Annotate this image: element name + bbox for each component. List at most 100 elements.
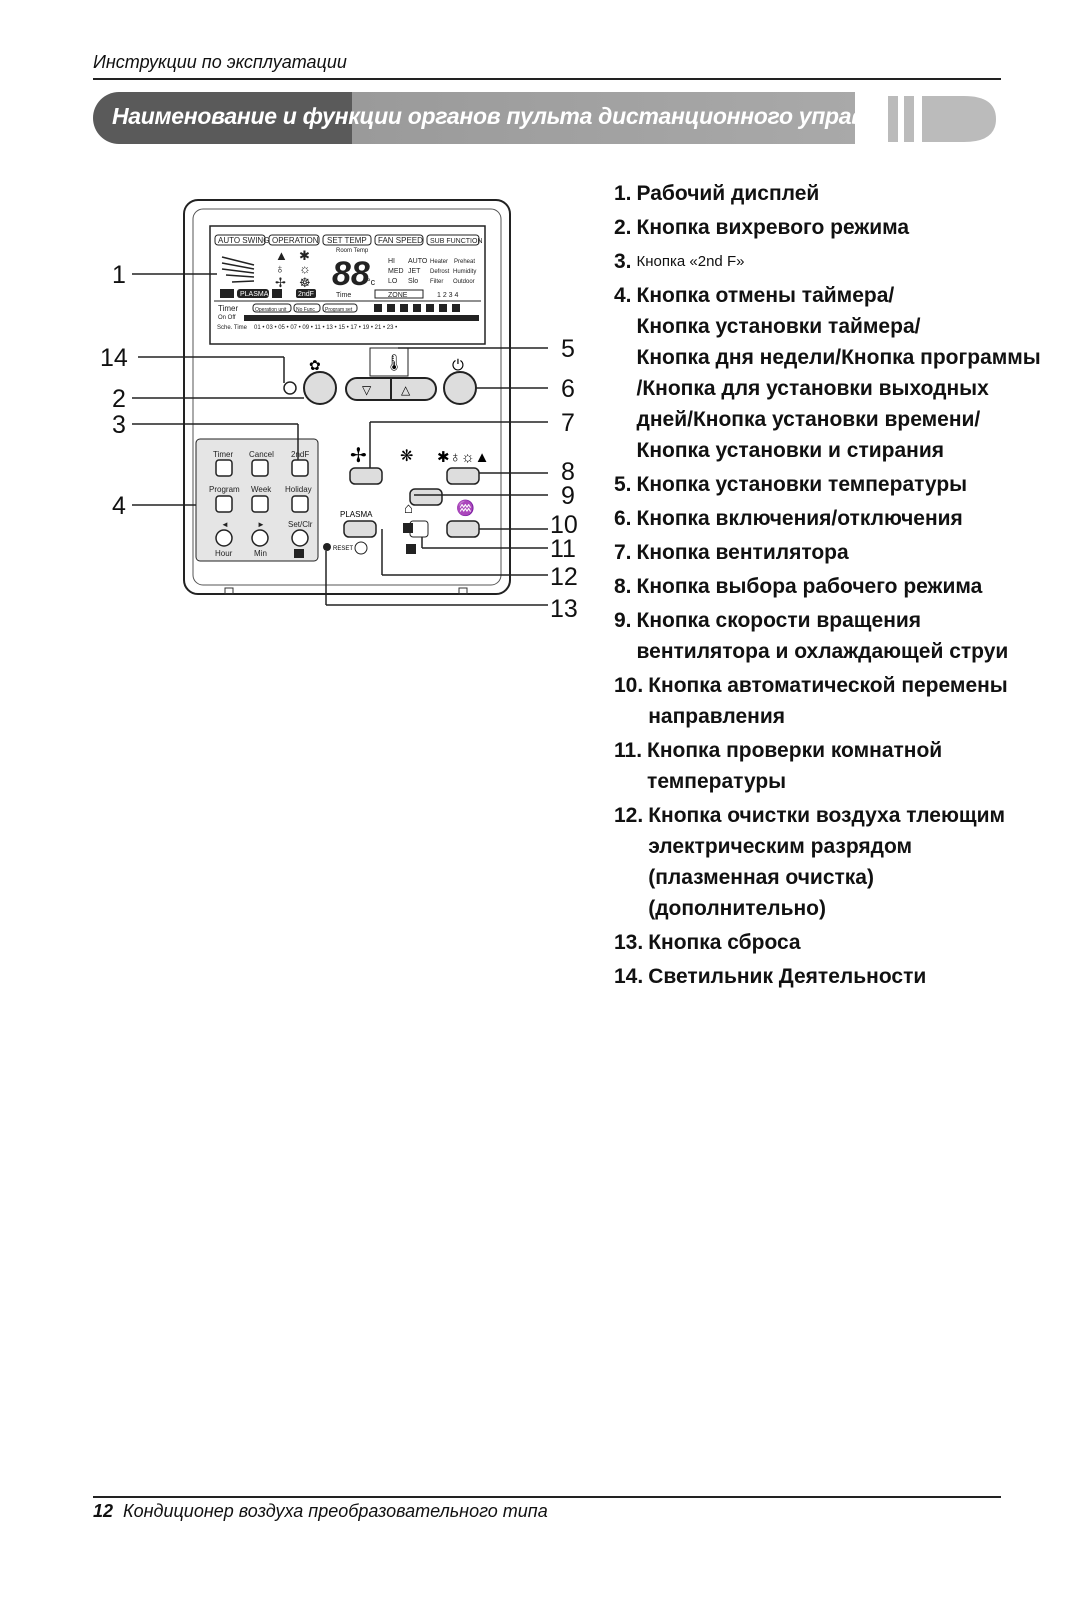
power-icon: ⏻ xyxy=(452,357,464,374)
set-clr-key[interactable] xyxy=(291,529,309,547)
list-item: 8.Кнопка выбора рабочего режима xyxy=(614,575,983,598)
right-arrow-label: ► xyxy=(257,520,265,529)
time-label: Time xyxy=(336,292,351,299)
callout-11: 11 xyxy=(550,535,576,563)
plasma-indicator: PLASMA xyxy=(240,291,269,298)
auto-swing-icon: ♒ xyxy=(456,499,475,517)
min-key-label: Min xyxy=(254,549,267,558)
home-icon: ⌂ xyxy=(404,500,413,517)
callout-12: 12 xyxy=(550,563,578,591)
fan-med: MED xyxy=(388,268,404,275)
callout-3: 3 xyxy=(112,411,126,439)
remote-control-diagram: AUTO SWING OPERATION SET TEMP FAN SPEED … xyxy=(100,199,578,623)
holiday-key-label: Holiday xyxy=(285,485,312,494)
callout-7: 7 xyxy=(561,409,575,437)
second-f-key-label: 2ndF xyxy=(291,450,309,459)
sub-filter: Filter xyxy=(430,279,443,285)
dry-icon: ♁ xyxy=(275,261,285,276)
section-banner xyxy=(93,92,855,144)
program-key[interactable] xyxy=(215,495,233,513)
snow-icon: ✱ xyxy=(299,248,310,263)
list-item: 3.Кнопка «2nd F» xyxy=(614,250,745,273)
footer-text: Кондиционер воздуха преобразовательного … xyxy=(123,1501,548,1521)
temp-up-icon: △ xyxy=(401,383,411,397)
lcd-display xyxy=(209,225,486,345)
schedule-time-label: Sche. Time xyxy=(217,325,248,331)
footer-rule xyxy=(93,1496,1001,1498)
list-item: 5.Кнопка установки температуры xyxy=(614,473,968,496)
plasma-button[interactable] xyxy=(343,520,377,538)
callout-13: 13 xyxy=(550,595,578,623)
reset-label: RESET xyxy=(333,546,353,552)
power-button[interactable] xyxy=(443,371,477,405)
callout-4: 4 xyxy=(112,492,126,520)
hour-scale: 01 • 03 • 05 • 07 • 09 • 11 • 13 • 15 • … xyxy=(254,325,397,331)
hour-key-label: Hour xyxy=(215,549,233,558)
swirl-button[interactable] xyxy=(303,371,337,405)
temp-unit: °c xyxy=(367,277,376,287)
callout-14: 14 xyxy=(100,344,128,372)
tab-auto-swing: AUTO SWING xyxy=(218,236,269,245)
footer: 12 Кондиционер воздуха преобразовательног… xyxy=(93,1501,548,1522)
sun-icon: ☼ xyxy=(299,261,311,276)
mode-button[interactable] xyxy=(446,467,480,485)
callout-8: 8 xyxy=(561,458,575,486)
zone-label: ZONE xyxy=(388,292,408,299)
sub-defrost: Defrost xyxy=(430,269,450,275)
check-icon xyxy=(406,544,416,554)
list-item: 2.Кнопка вихревого режима xyxy=(614,216,910,239)
tab-fan-speed: FAN SPEED xyxy=(378,236,423,245)
temp-down-icon: ▽ xyxy=(362,383,372,397)
min-key[interactable] xyxy=(251,529,269,547)
banner-decoration xyxy=(888,96,996,142)
function-list: 1.Рабочий дисплей 2.Кнопка вихревого реж… xyxy=(614,178,1084,995)
page-number: 12 xyxy=(93,1501,114,1521)
list-item: 4.Кнопка отмены таймера/ Кнопка установк… xyxy=(614,284,1041,462)
auto-swing-button[interactable] xyxy=(446,520,480,538)
mode-jet: JET xyxy=(408,268,421,275)
no-func-indicator: No Func xyxy=(296,307,315,313)
thermometer-icon: 🌡 xyxy=(384,354,404,372)
fan-button[interactable] xyxy=(349,467,383,485)
list-item: 12.Кнопка очистки воздуха тлеющим электр… xyxy=(614,804,1006,920)
activity-light xyxy=(283,381,297,395)
set-clr-key-label: Set/Clr xyxy=(288,520,313,529)
reset-button[interactable] xyxy=(323,543,331,551)
timer-key-label: Timer xyxy=(213,450,233,459)
plasma-key-label: PLASMA xyxy=(340,510,373,519)
timer-key[interactable] xyxy=(215,459,233,477)
header-rule xyxy=(93,78,1001,80)
week-key-label: Week xyxy=(251,485,272,494)
left-arrow-label: ◄ xyxy=(221,520,229,529)
week-key[interactable] xyxy=(251,495,269,513)
cancel-key-label: Cancel xyxy=(249,450,274,459)
section-title: Наименование и функции органов пульта ди… xyxy=(112,103,932,129)
cancel-key[interactable] xyxy=(251,459,269,477)
callout-5: 5 xyxy=(561,335,575,363)
timer-label: Timer xyxy=(218,304,238,313)
fan-lo: LO xyxy=(388,278,398,285)
sub-preheat: Preheat xyxy=(454,259,475,265)
fan-speed-button[interactable] xyxy=(409,488,443,506)
fan-hi: HI xyxy=(388,258,395,265)
timer-bar xyxy=(244,315,479,321)
mode-auto: AUTO xyxy=(408,258,428,265)
callout-6: 6 xyxy=(561,375,575,403)
cool-icon: ▲ xyxy=(275,248,288,263)
room-temp-icon xyxy=(403,523,413,533)
sub-heater: Heater xyxy=(430,259,448,265)
list-item: 10.Кнопка автоматической перемены направ… xyxy=(614,674,1008,728)
swing-icon xyxy=(221,256,255,283)
tab-sub-function: SUB FUNCTION xyxy=(430,238,483,245)
callout-10: 10 xyxy=(550,511,578,539)
header-title: Инструкции по эксплуатации xyxy=(93,52,347,72)
holiday-key[interactable] xyxy=(291,495,309,513)
hand-icon xyxy=(294,549,304,558)
mode-icons: ✱♁☼▲ xyxy=(437,449,489,466)
list-item: 1.Рабочий дисплей xyxy=(614,182,820,205)
hour-key[interactable] xyxy=(215,529,233,547)
second-f-indicator: 2ndF xyxy=(298,291,314,298)
swirl-icon: ✿ xyxy=(309,357,321,373)
second-f-key[interactable] xyxy=(291,459,309,477)
list-item: 7.Кнопка вентилятора xyxy=(614,541,849,564)
